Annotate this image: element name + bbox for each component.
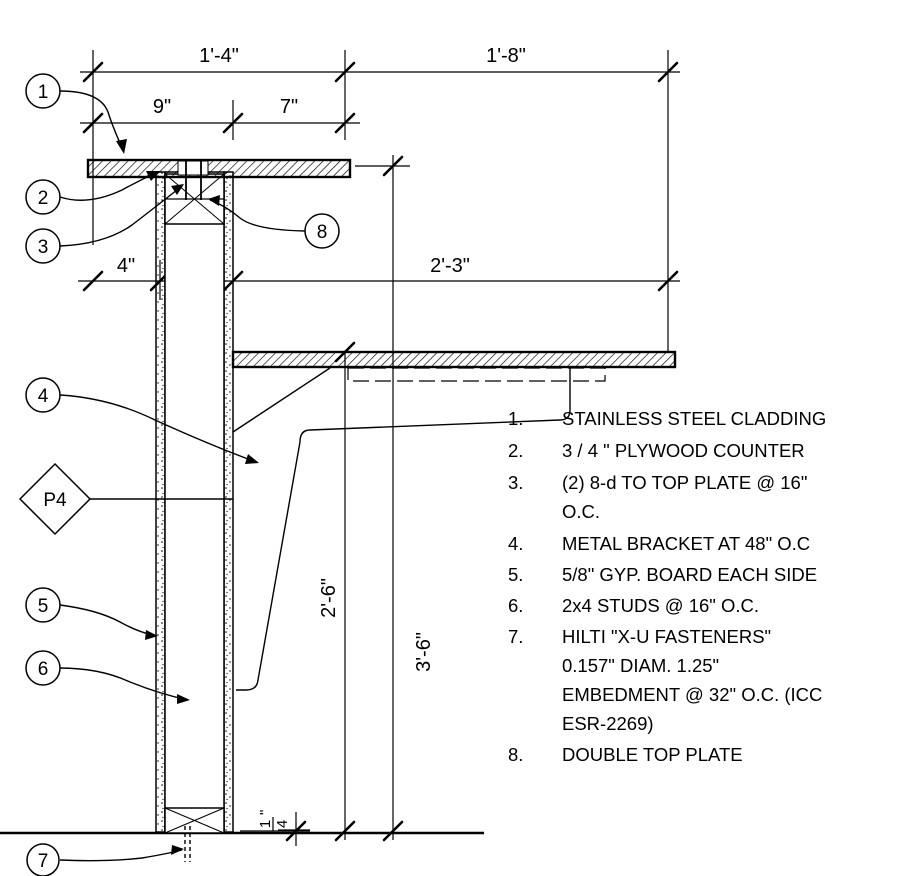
note-5: 5. 5/8" GYP. BOARD EACH SIDE [508, 564, 817, 585]
callout-2-label: 2 [38, 188, 49, 209]
section-tag-label: P4 [43, 490, 67, 511]
callout-7-label: 7 [38, 851, 49, 872]
note-3-number: 3. [508, 472, 523, 493]
section-tag-p4: P4 [18, 462, 92, 536]
callout-1: 1 [25, 73, 61, 109]
callout-6: 6 [25, 650, 61, 686]
note-6: 6. 2x4 STUDS @ 16" O.C. [508, 595, 759, 616]
note-1-number: 1. [508, 408, 523, 429]
note-4-number: 4. [508, 533, 523, 554]
note-6-number: 6. [508, 595, 523, 616]
callout-3-label: 3 [38, 237, 49, 258]
dim-7: 7" [280, 96, 298, 118]
dim-quarter-unit: " [257, 810, 274, 815]
callout-5: 5 [25, 587, 61, 623]
note-2-number: 2. [508, 440, 523, 461]
lower-counter [231, 350, 677, 433]
dimension-labels: 1'-4" 1'-8" 9" 7" 4" 2'-3" 2'-6" 3'-6" 1… [117, 45, 526, 831]
note-7-line-4: ESR-2269) [562, 713, 654, 734]
note-7-number: 7. [508, 626, 523, 647]
note-4: 4. METAL BRACKET AT 48" O.C [508, 533, 810, 554]
note-5-line-1: 5/8" GYP. BOARD EACH SIDE [562, 564, 817, 585]
gyp-board-right [223, 171, 234, 833]
dim-quarter-num: 1 [257, 820, 274, 828]
dim-4: 4" [117, 255, 135, 277]
dim-9: 9" [153, 96, 171, 118]
note-7-line-3: EMBEDMENT @ 32" O.C. (ICC [562, 684, 822, 705]
note-1-line-1: STAINLESS STEEL CLADDING [562, 408, 826, 429]
callout-8-label: 8 [317, 222, 328, 243]
callout-4-label: 4 [38, 386, 49, 407]
upper-counter-plywood [86, 158, 352, 179]
leader-arrowheads [116, 139, 259, 855]
note-7-line-2: 0.157" DIAM. 1.25" [562, 655, 719, 676]
callout-2: 2 [25, 179, 61, 215]
callout-3: 3 [25, 228, 61, 264]
note-5-number: 5. [508, 564, 523, 585]
note-3: 3. (2) 8-d TO TOP PLATE @ 16" O.C. [508, 472, 807, 522]
metal-bracket-brace [232, 367, 331, 433]
wall-assembly [155, 171, 234, 862]
dim-quarter-den: 4 [274, 820, 291, 828]
callout-6-label: 6 [38, 659, 49, 680]
note-3-line-2: O.C. [562, 501, 600, 522]
dim-2-3: 2'-3" [430, 255, 470, 277]
callout-7: 7 [26, 843, 60, 876]
note-6-line-1: 2x4 STUDS @ 16" O.C. [562, 595, 759, 616]
gyp-board-left [155, 171, 166, 833]
note-7: 7. HILTI "X-U FASTENERS" 0.157" DIAM. 1.… [508, 626, 822, 734]
callout-4: 4 [25, 377, 61, 413]
note-8-number: 8. [508, 744, 523, 765]
hidden-bracket-outline [347, 367, 606, 382]
note-8: 8. DOUBLE TOP PLATE [508, 744, 743, 765]
note-4-line-1: METAL BRACKET AT 48" O.C [562, 533, 810, 554]
leader-lines [59, 90, 571, 862]
callout-bubbles: 1 2 3 4 5 6 7 8 [18, 73, 340, 876]
stud-cavity [164, 171, 225, 833]
notes-list: 1. STAINLESS STEEL CLADDING 2. 3 / 4 " P… [508, 408, 826, 765]
callout-5-label: 5 [38, 596, 49, 617]
note-7-line-1: HILTI "X-U FASTENERS" [562, 626, 771, 647]
dim-1-4: 1'-4" [199, 45, 239, 67]
dim-3-6: 3'-6" [413, 632, 435, 672]
note-2: 2. 3 / 4 " PLYWOOD COUNTER [508, 440, 805, 461]
callout-1-label: 1 [38, 82, 49, 103]
dim-2-6: 2'-6" [318, 578, 340, 618]
note-3-line-1: (2) 8-d TO TOP PLATE @ 16" [562, 472, 807, 493]
dim-quarter-inch: 1 " 4 [257, 810, 291, 831]
note-8-line-1: DOUBLE TOP PLATE [562, 744, 743, 765]
lower-counter-plywood [231, 350, 677, 369]
callout-8: 8 [304, 213, 340, 249]
dim-1-8: 1'-8" [486, 45, 526, 67]
note-2-line-1: 3 / 4 " PLYWOOD COUNTER [562, 440, 805, 461]
note-1: 1. STAINLESS STEEL CLADDING [508, 408, 826, 429]
